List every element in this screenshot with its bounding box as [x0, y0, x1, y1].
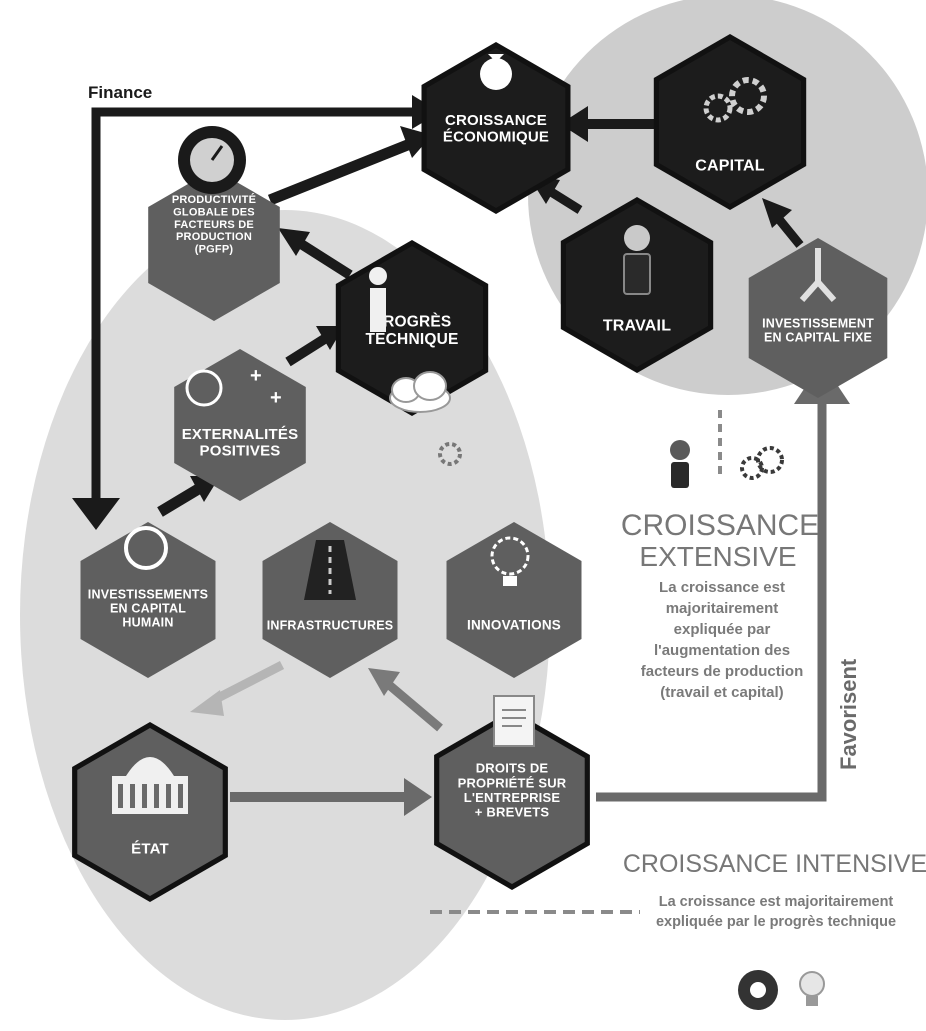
- finance-arrow-head: [72, 498, 120, 530]
- lightbulb-gear-icon: [490, 536, 530, 586]
- infra-to-etat-head: [190, 690, 224, 716]
- finance-arrow-line: [91, 107, 430, 510]
- node-label-line: PROGRÈS: [373, 314, 452, 331]
- node-label-line: PRODUCTIVITÉ: [172, 193, 256, 206]
- node-label-line: PRODUCTION: [176, 231, 252, 243]
- intensive-description-line: La croissance est majoritairement: [659, 894, 894, 910]
- gears-icon: [703, 77, 767, 123]
- travail-to-croissance-line: [545, 186, 583, 214]
- node-label-line: TRAVAIL: [603, 318, 671, 335]
- worker-icon: [670, 440, 690, 488]
- intensive-description: La croissance est majoritairement expliqu…: [656, 894, 896, 930]
- hexagon-shape: [446, 522, 582, 678]
- droits-to-infra-head: [368, 668, 400, 696]
- node-label-line: INNOVATIONS: [467, 618, 561, 633]
- node-label-line: CAPITAL: [695, 158, 765, 175]
- favorisent-label: Favorisent: [836, 658, 861, 770]
- humain-to-externalites-line: [157, 483, 203, 517]
- node-label-line: ÉTAT: [131, 840, 169, 857]
- progres-to-pgfp-line: [295, 237, 353, 280]
- node-label-line: ÉCONOMIQUE: [443, 129, 549, 146]
- hexagon-shape: [174, 349, 306, 501]
- node-label-line: DROITS DE: [476, 761, 549, 776]
- document-icon: [493, 695, 535, 747]
- fixe-to-capital-line: [774, 215, 804, 248]
- extensive-title-2: EXTENSIVE: [639, 541, 796, 572]
- node-capital: CAPITAL: [653, 34, 807, 210]
- node-label-line: EN CAPITAL: [110, 601, 186, 615]
- extensive-description: La croissance est majoritairement expliqué…: [641, 579, 804, 701]
- intensive-description-line: expliquée par le progrès technique: [656, 914, 896, 930]
- gauge-gear-icon: [178, 126, 246, 194]
- node-label-line: EN CAPITAL FIXE: [764, 330, 872, 344]
- gears-icon: [740, 446, 784, 480]
- extensive-description-line: expliquée par: [674, 621, 771, 638]
- extensive-description-line: majoritairement: [666, 600, 779, 617]
- extensive-description-line: l'augmentation des: [654, 642, 790, 659]
- etat-to-droits-head: [404, 778, 432, 816]
- cloud-icon: [389, 371, 462, 466]
- gear-icon: [738, 970, 778, 1010]
- extensive-description-line: La croissance est: [659, 579, 785, 596]
- infra-to-etat-line: [211, 660, 285, 705]
- hexagon-shape: [148, 169, 280, 321]
- smiley-icon: ++: [185, 365, 282, 409]
- node-label-line: GLOBALE DES: [173, 207, 255, 219]
- businessman-icon: [369, 267, 387, 332]
- hexagon-shape: [426, 48, 566, 208]
- node-label-line: CROISSANCE: [445, 112, 547, 129]
- favorisent-line: [596, 400, 827, 802]
- node-label-line: EXTERNALITÉS: [182, 426, 299, 443]
- extensive-description-line: facteurs de production: [641, 663, 804, 680]
- money-bag-icon: [480, 54, 512, 90]
- node-innovations: INNOVATIONS: [446, 522, 582, 678]
- capital-to-croissance-head: [560, 106, 588, 142]
- lightbulb-icon: [799, 971, 825, 1006]
- intensive-title: CROISSANCE INTENSIVE: [623, 850, 926, 878]
- svg-text:+: +: [270, 387, 282, 409]
- pgfp-to-croissance-line: [267, 138, 413, 206]
- brain-head-icon: [124, 526, 168, 570]
- extensive-title-1: CROISSANCE: [621, 509, 819, 542]
- node-label-line: POSITIVES: [200, 443, 281, 460]
- hexagon-shape: [439, 716, 585, 884]
- road-icon: [304, 540, 356, 600]
- svg-text:+: +: [250, 365, 262, 387]
- fixe-to-capital-head: [762, 198, 792, 228]
- finance-label: Finance: [88, 83, 152, 102]
- externalites-to-progres-line: [285, 333, 329, 367]
- hexagon-shape: [341, 246, 483, 410]
- node-label-line: INVESTISSEMENT: [762, 316, 874, 330]
- croissance-intensive-block: CROISSANCE INTENSIVE La croissance est m…: [623, 850, 926, 1010]
- hexagon-shape: [659, 40, 801, 204]
- node-label-line: (PGFP): [195, 244, 234, 256]
- hexagon-shape: [80, 522, 216, 678]
- node-label-line: INVESTISSEMENTS: [88, 587, 208, 601]
- worker-icon: [623, 225, 651, 295]
- node-label-line: L'ENTREPRISE: [464, 790, 561, 805]
- progres-to-pgfp-head: [278, 228, 310, 256]
- extensive-description-line: (travail et capital): [660, 684, 783, 701]
- capitol-building-icon: [112, 757, 188, 814]
- node-label-line: HUMAIN: [122, 615, 173, 629]
- node-label-line: + BREVETS: [475, 804, 550, 819]
- hexagon-shape: [748, 238, 888, 398]
- croissance-extensive-block: CROISSANCE EXTENSIVE La croissance est ma…: [621, 440, 819, 701]
- node-label-line: INFRASTRUCTURES: [267, 618, 394, 632]
- node-label-line: FACTEURS DE: [174, 219, 254, 231]
- node-label-line: TECHNIQUE: [365, 331, 458, 348]
- droits-to-infra-line: [385, 680, 443, 732]
- crane-claw-icon: [799, 248, 837, 302]
- connectors: [72, 95, 850, 914]
- node-label-line: PROPRIÉTÉ SUR: [458, 775, 567, 790]
